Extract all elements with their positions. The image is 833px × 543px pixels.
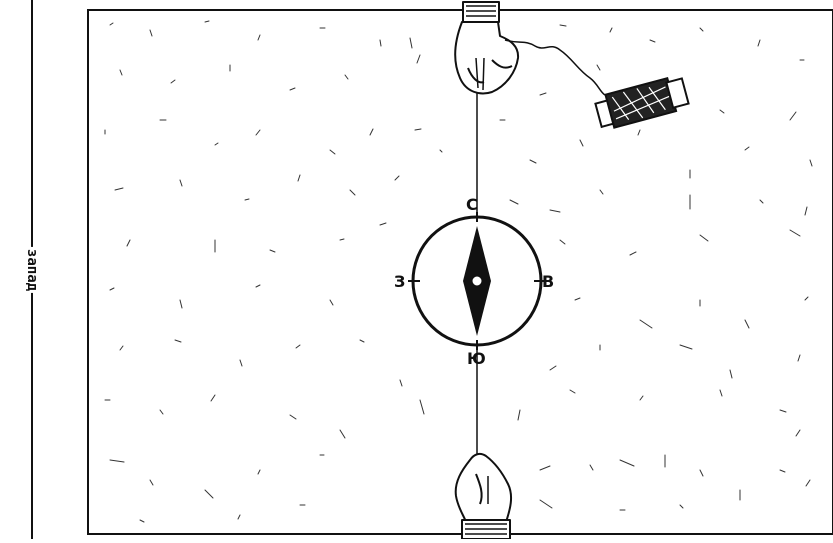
board-texture (104, 20, 813, 523)
compass: С Ю З В (394, 195, 554, 368)
compass-needle-icon (463, 226, 491, 336)
spool-thread (504, 39, 606, 96)
compass-label-south: Ю (467, 349, 486, 368)
compass-label-north: С (466, 195, 478, 214)
thread-spool-icon (594, 76, 690, 129)
board-outline (87, 9, 833, 535)
compass-label-west: З (394, 272, 405, 291)
hand-bottom-icon (454, 452, 513, 540)
compass-label-east: В (542, 272, 554, 291)
hand-top-icon (454, 1, 520, 95)
side-label: запад (24, 246, 40, 294)
